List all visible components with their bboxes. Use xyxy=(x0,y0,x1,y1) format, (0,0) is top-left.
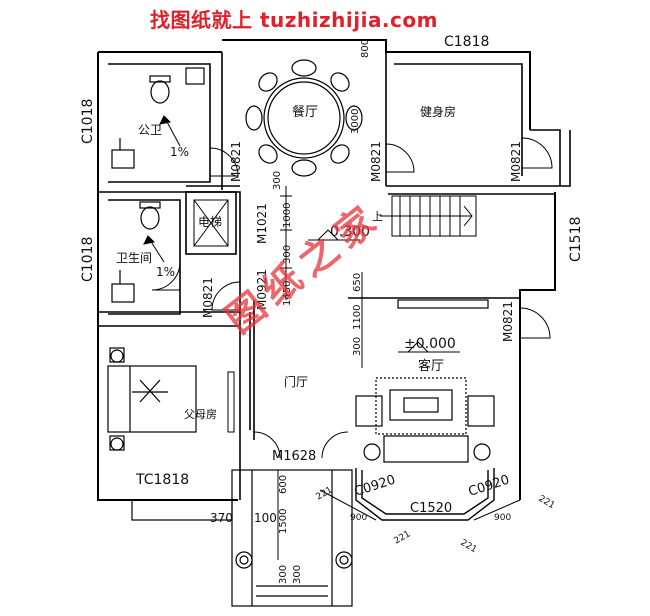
window-label-left-lower: C1018 xyxy=(80,237,96,282)
level-lower: ±0.000 xyxy=(404,336,456,352)
dim-1100: 1100 xyxy=(352,305,363,330)
dim-300b: 300 xyxy=(282,245,293,264)
door-label-right: M0821 xyxy=(509,141,523,182)
slope-public-toilet: 1% xyxy=(170,145,189,159)
slope-bathroom: 1% xyxy=(156,265,175,279)
window-label-bottom-left: TC1818 xyxy=(135,472,189,488)
dim-221b: 221 xyxy=(393,529,413,546)
window-label-left-upper: C1018 xyxy=(80,99,96,144)
watermark-top: 找图纸就上 tuzhizhijia.com xyxy=(150,8,438,32)
staircase xyxy=(380,195,477,237)
room-label-foyer: 门厅 xyxy=(284,374,308,389)
stair-up-label: 上 xyxy=(372,210,383,223)
dim-100: 100 xyxy=(254,511,277,525)
room-label-gym: 健身房 xyxy=(420,104,456,119)
dim-800: 800 xyxy=(360,39,371,58)
level-upper: 0.300 xyxy=(330,224,370,240)
sofa-set xyxy=(355,377,495,463)
window-label-bay-left: C0920 xyxy=(353,473,398,500)
window-label-bay-right: C0920 xyxy=(467,473,512,500)
interior-walls xyxy=(98,52,555,500)
door-label-bathroom: M0821 xyxy=(201,277,215,318)
outer-wall-east xyxy=(519,192,556,500)
dim-3000: 3000 xyxy=(350,109,361,134)
dim-370: 370 xyxy=(210,511,233,525)
dim-900b: 900 xyxy=(494,513,511,523)
dim-300c: 300 xyxy=(352,337,363,356)
elevator-shaft xyxy=(185,191,237,255)
door-label-elevator: M1021 xyxy=(255,203,269,244)
door-label-public-toilet: M0821 xyxy=(229,141,243,182)
dim-300a: 300 xyxy=(272,171,283,190)
dining-table-set xyxy=(245,59,363,177)
dim-600: 600 xyxy=(278,475,289,494)
bathroom-fixture xyxy=(111,201,161,303)
dim-221c: 221 xyxy=(459,538,479,555)
room-label-living: 客厅 xyxy=(418,358,444,374)
window-label-bay-center: C1520 xyxy=(410,501,452,516)
bay-window xyxy=(355,468,495,521)
east-bump xyxy=(530,129,571,187)
dim-300d: 300 xyxy=(278,565,289,584)
dim-1450: 1450 xyxy=(282,281,293,306)
entrance-steps xyxy=(231,469,353,607)
door-label-living: M0821 xyxy=(501,301,515,342)
parents-bed xyxy=(107,347,197,451)
room-label-parents: 父母房 xyxy=(184,408,217,421)
window-label-right: C1518 xyxy=(568,217,584,262)
room-label-public-toilet: 公卫 xyxy=(138,123,162,137)
room-label-elevator: 电梯 xyxy=(198,215,222,229)
dim-650: 650 xyxy=(352,273,363,292)
window-label-top: C1818 xyxy=(444,34,489,50)
door-label-entrance: M1628 xyxy=(272,449,316,464)
public-toilet-fixture xyxy=(111,67,205,169)
room-label-dining: 餐厅 xyxy=(292,104,318,120)
dim-1000: 1000 xyxy=(282,203,293,228)
dim-900a: 900 xyxy=(350,513,367,523)
door-label-gym: M0821 xyxy=(369,141,383,182)
dim-1500: 1500 xyxy=(278,509,289,534)
room-label-bathroom: 卫生间 xyxy=(116,251,152,265)
door-label-parents: M0921 xyxy=(255,269,269,310)
dim-300e: 300 xyxy=(292,565,303,584)
dim-221d: 221 xyxy=(537,494,557,511)
